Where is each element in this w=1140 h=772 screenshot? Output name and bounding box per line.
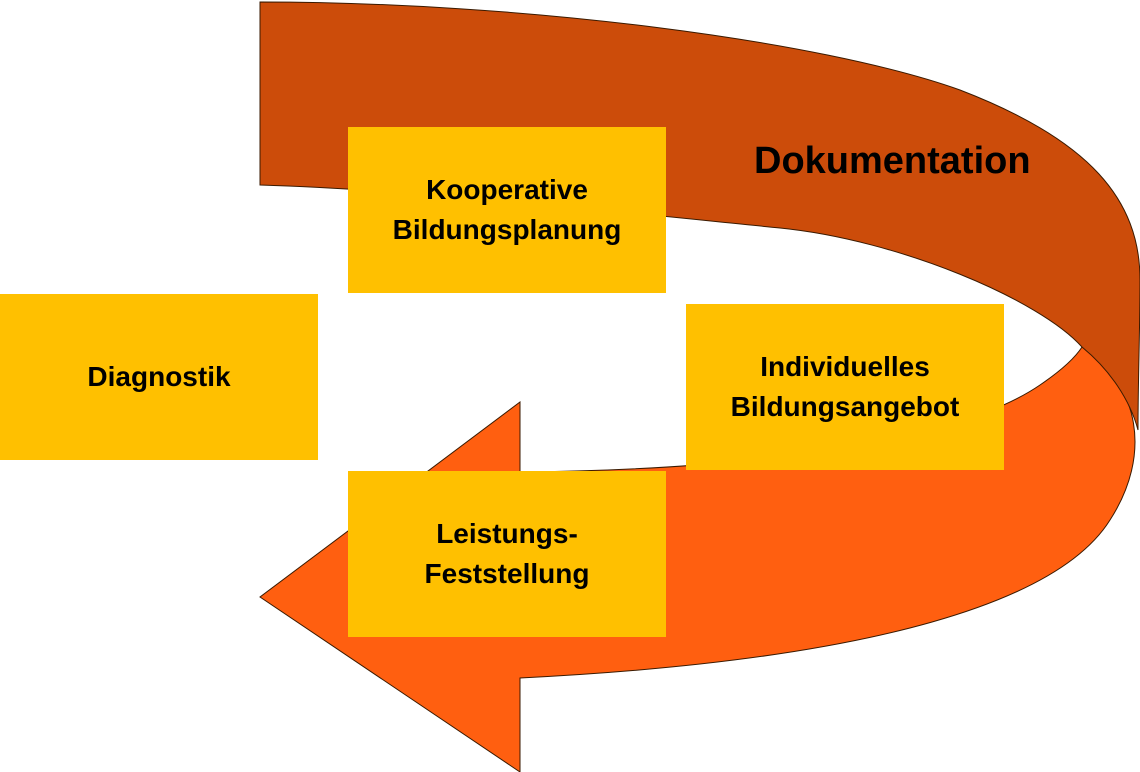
top-arrow-band	[259, 1, 1140, 431]
kooperative-bildungsplanung-box: Kooperative Bildungsplanung	[348, 127, 666, 293]
leistungsfeststellung-box: Leistungs- Feststellung	[348, 471, 666, 637]
documentation-label: Dokumentation	[754, 140, 1031, 182]
diagnostik-box: Diagnostik	[0, 294, 318, 460]
individuelles-bildungsangebot-box: Individuelles Bildungsangebot	[686, 304, 1004, 470]
